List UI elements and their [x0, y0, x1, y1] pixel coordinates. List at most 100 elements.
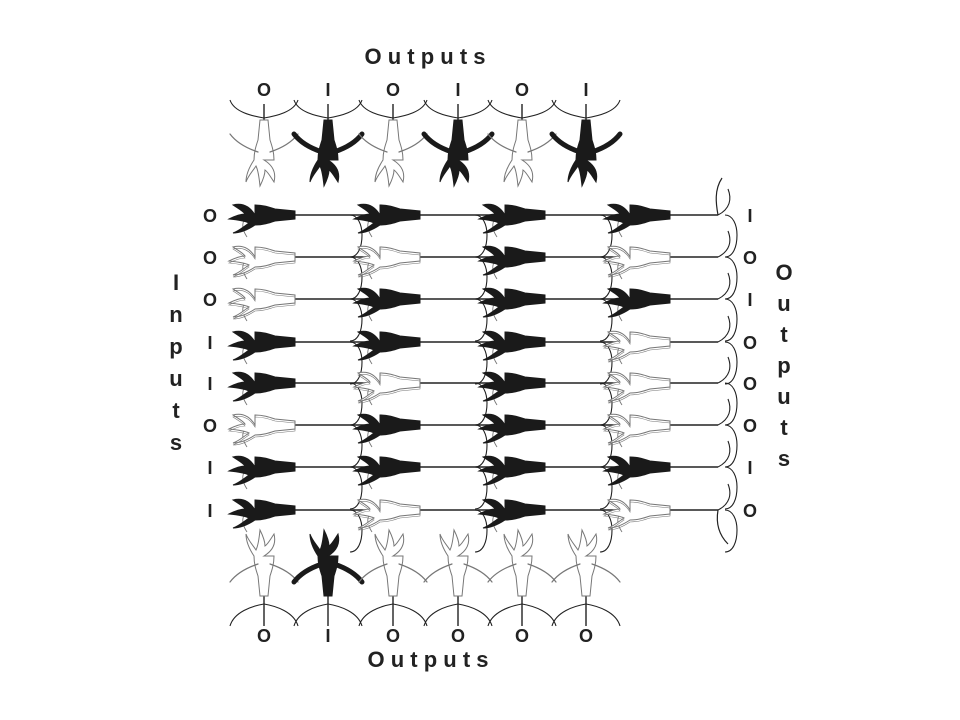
top-output-label: O	[515, 80, 529, 100]
neuron-body	[353, 413, 421, 444]
neuron-arm	[487, 563, 517, 583]
right-outputs-title-letter: u	[777, 384, 790, 409]
bottom-arbor	[423, 603, 493, 627]
edge-curl	[717, 440, 731, 468]
dendrite-loop	[474, 341, 488, 385]
neuron-arm	[549, 131, 583, 155]
top-arbor	[487, 99, 557, 119]
neuron-body	[245, 529, 276, 597]
neuron-arm	[358, 133, 388, 153]
right-outputs-title-letter: t	[780, 322, 788, 347]
neuron-arm	[398, 133, 428, 153]
top-output-label: I	[583, 80, 588, 100]
neuron-body	[503, 119, 534, 187]
inactive-neuron	[603, 245, 671, 278]
dendrite-loop	[474, 382, 488, 426]
neuron-body	[374, 119, 405, 187]
neuron-body	[228, 287, 296, 318]
right-outputs-title-letter: u	[777, 291, 790, 316]
inactive-neuron	[353, 498, 421, 531]
inactive-neuron	[228, 245, 296, 278]
edge-curl	[717, 272, 731, 300]
neuron-arm	[291, 561, 325, 585]
active-neuron	[603, 203, 671, 234]
inactive-neuron	[603, 371, 671, 404]
neuron-body	[478, 498, 546, 529]
bottom-output-label: O	[386, 626, 400, 646]
dendrite-loop	[599, 214, 613, 258]
dendrite-loop	[724, 298, 738, 342]
bottom-output-label: O	[579, 626, 593, 646]
neuron-body	[353, 371, 421, 402]
dendrite-loop	[599, 382, 613, 426]
neuron-body	[353, 455, 421, 486]
active-neuron	[478, 455, 546, 486]
neuron-arm	[331, 561, 365, 585]
neuron-body	[374, 529, 405, 597]
neuron-body	[228, 413, 296, 444]
active-neuron	[353, 413, 421, 444]
dendrite-loop	[724, 424, 738, 468]
inactive-neuron	[229, 119, 299, 187]
top-output-label: I	[325, 80, 330, 100]
inactive-neuron	[603, 498, 671, 531]
top-outputs-title: O u t p u t s	[365, 44, 486, 69]
inputs-title-letter: t	[172, 398, 180, 423]
neuron-arm	[591, 563, 621, 583]
neuron-body	[228, 203, 296, 234]
neuron-body	[567, 529, 598, 597]
right-output-label: I	[747, 290, 752, 310]
active-neuron	[478, 203, 546, 234]
inputs-title-letter: I	[173, 270, 179, 295]
neuron-body	[478, 287, 546, 318]
bottom-outputs-title: O u t p u t s	[368, 647, 489, 672]
dendrite-loop	[724, 382, 738, 426]
inactive-neuron	[603, 330, 671, 363]
wiring	[229, 99, 738, 627]
bottom-arbor	[229, 603, 299, 627]
inactive-neuron	[353, 245, 421, 278]
bottom-arbor	[551, 603, 621, 627]
neuron-body	[603, 287, 671, 318]
inputs-title-letter: p	[169, 334, 182, 359]
input-label: I	[207, 458, 212, 478]
neuron-arm	[229, 133, 259, 153]
active-neuron	[228, 455, 296, 486]
input-label: I	[207, 333, 212, 353]
neuron-arm	[398, 563, 428, 583]
neuron-arm	[229, 563, 259, 583]
neuron-body	[478, 371, 546, 402]
dendrite-loop	[349, 256, 363, 300]
neuron-body	[228, 371, 296, 402]
neuron-body	[353, 203, 421, 234]
dendrite-loop	[474, 256, 488, 300]
active-neuron	[549, 119, 623, 187]
neuron-body	[503, 529, 534, 597]
neuron-body	[353, 330, 421, 361]
right-output-label: I	[747, 458, 752, 478]
top-output-label: O	[257, 80, 271, 100]
dendrite-loop	[599, 466, 613, 510]
edge-curl	[717, 398, 731, 426]
edge-curl	[717, 188, 731, 216]
active-neuron	[228, 371, 296, 402]
right-output-label: O	[743, 248, 757, 268]
dendrite-loop	[724, 509, 738, 553]
inactive-neuron	[487, 529, 557, 597]
dendrite-loop	[349, 214, 363, 258]
dendrite-loop	[599, 509, 613, 553]
neuron-arm	[291, 131, 325, 155]
neuron-body	[603, 413, 671, 444]
active-neuron	[478, 413, 546, 444]
top-arbor	[551, 99, 621, 119]
dendrite-loop	[724, 466, 738, 510]
neuron-arm	[551, 563, 581, 583]
neuron-arm	[421, 131, 455, 155]
right-outputs-title-letter: p	[777, 353, 790, 378]
bottom-output-label: I	[325, 626, 330, 646]
neuron-body	[439, 529, 470, 597]
right-outputs-title-letter: s	[778, 446, 790, 471]
bottom-output-label: O	[451, 626, 465, 646]
